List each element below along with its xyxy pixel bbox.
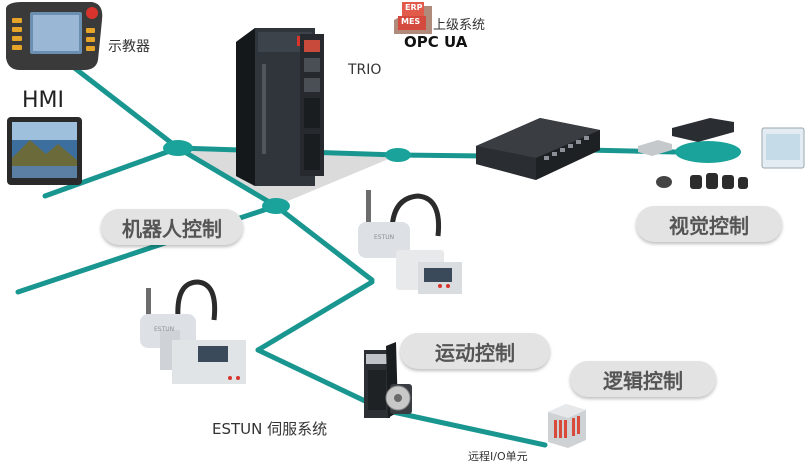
robot-brand-right: ESTUN xyxy=(374,234,395,241)
robot-control-pill: 机器人控制 xyxy=(101,209,243,245)
estun-servo-label: ESTUN 伺服系统 xyxy=(212,420,328,438)
bus-robot-node-to-scara-right xyxy=(273,203,375,283)
bus-pendant-to-hub xyxy=(69,63,181,151)
bus-node-robot xyxy=(262,198,290,214)
hmi-monitor-icon xyxy=(7,117,82,185)
bus-node-trio xyxy=(385,148,411,162)
scara-robot-right-icon xyxy=(358,190,462,294)
network-switch-icon xyxy=(476,118,600,180)
vision-control-pill: 视觉控制 xyxy=(636,206,782,242)
servo-drive-motor-icon xyxy=(364,342,412,418)
hmi-label: HMI xyxy=(22,88,65,113)
remote-io-label: 远程I/O单元 xyxy=(468,450,528,463)
trio-label: TRIO xyxy=(348,62,382,78)
upper-system-label: 上级系统 xyxy=(433,18,486,33)
opc-ua-label: OPC UA xyxy=(404,33,468,51)
scara-robot-left-icon xyxy=(140,279,246,384)
robot-brand-left: ESTUN xyxy=(154,326,175,333)
logic-control-pill: 逻辑控制 xyxy=(570,361,716,397)
erp-logo-text: ERP xyxy=(405,3,423,12)
teach-pendant-icon xyxy=(6,2,103,70)
vision-devices-icon xyxy=(638,118,805,189)
network-bus-lines xyxy=(15,63,678,448)
mes-logo-text: MES xyxy=(401,17,421,26)
bus-scara-left-to-servo xyxy=(255,347,387,413)
bus-servo-to-remote-io xyxy=(381,407,548,448)
bus-hub-to-robot-node xyxy=(175,145,279,209)
remote-io-icon xyxy=(548,404,586,448)
bus-node-vision xyxy=(675,141,741,163)
bus-node-hub xyxy=(163,140,193,156)
motion-control-pill: 运动控制 xyxy=(400,333,550,369)
bus-trio-to-switch xyxy=(395,152,489,159)
bus-hmi-to-hub xyxy=(42,145,181,199)
bus-scara-right-to-scara-left xyxy=(255,279,375,353)
trio-controller-icon xyxy=(236,28,324,186)
pendant-label: 示教器 xyxy=(108,39,150,55)
opc-ua-logo xyxy=(394,2,464,48)
